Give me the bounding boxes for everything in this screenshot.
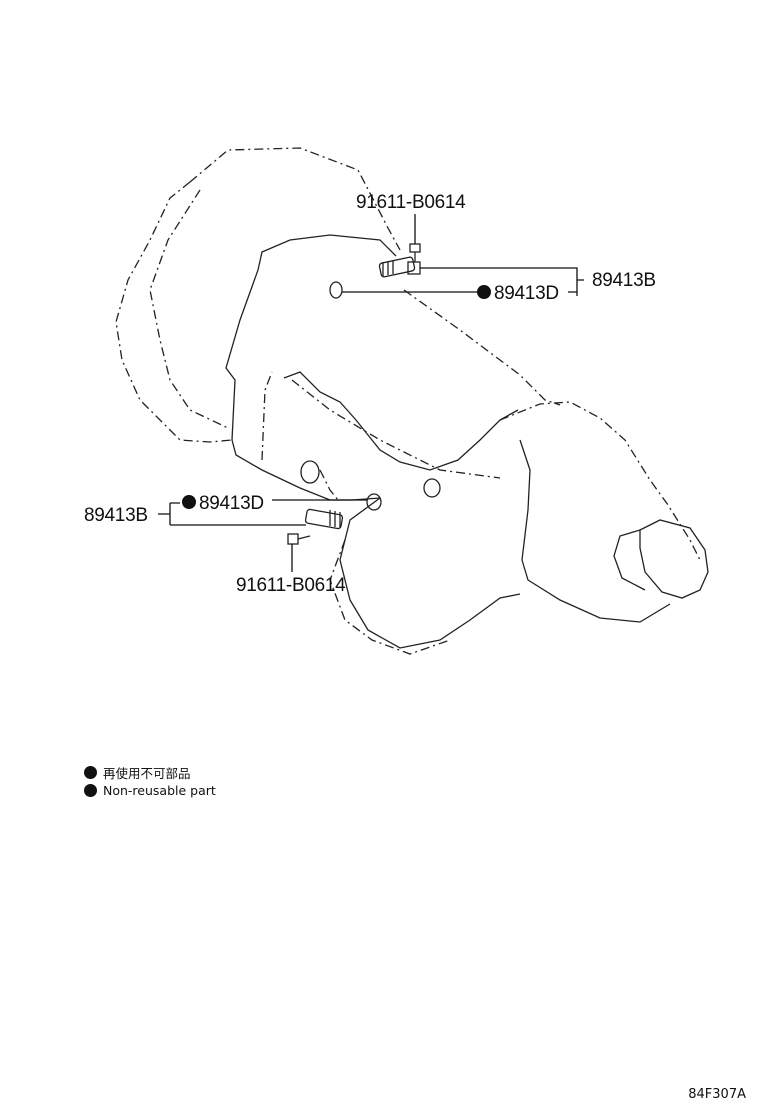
extension-housing bbox=[499, 401, 701, 561]
label-sensor-bottom: 89413B bbox=[84, 505, 148, 526]
leader-bottom-sensor bbox=[158, 502, 306, 526]
main-case-dash-top bbox=[403, 289, 561, 406]
nonreusable-dot-top bbox=[477, 285, 491, 299]
bottom-speed-sensor bbox=[304, 508, 344, 530]
lower-case-dash bbox=[329, 539, 451, 655]
nonreusable-dot-bottom bbox=[182, 495, 196, 509]
nonreusable-dot-icon bbox=[84, 766, 97, 779]
case-port bbox=[423, 478, 441, 498]
main-case-dash-body bbox=[261, 371, 501, 501]
legend-jp: 再使用不可部品 bbox=[84, 763, 191, 782]
extension-housing-solid bbox=[519, 439, 671, 623]
label-bolt-top: 91611-B0614 bbox=[356, 192, 466, 213]
lower-case bbox=[339, 497, 521, 649]
top-bolt bbox=[409, 243, 421, 262]
label-bolt-bottom: 91611-B0614 bbox=[236, 575, 346, 596]
output-shaft-side bbox=[613, 529, 646, 591]
leader-top-bracket bbox=[568, 279, 584, 293]
figure-code: 84F307A bbox=[688, 1087, 746, 1102]
shaft-port bbox=[300, 460, 320, 484]
legend-en: Non-reusable part bbox=[84, 783, 216, 798]
top-speed-sensor bbox=[378, 256, 421, 278]
case-details bbox=[283, 371, 519, 471]
legend-jp-text: 再使用不可部品 bbox=[103, 766, 191, 781]
bell-housing-outline bbox=[115, 147, 401, 443]
nonreusable-dot-icon bbox=[84, 784, 97, 797]
main-case-lower bbox=[231, 439, 381, 501]
bottom-bolt bbox=[287, 533, 311, 545]
top-oring bbox=[329, 281, 343, 299]
output-shaft bbox=[639, 519, 709, 599]
bell-housing-inner bbox=[149, 189, 229, 429]
label-sensor-top: 89413B bbox=[592, 270, 656, 291]
legend-en-text: Non-reusable part bbox=[103, 783, 216, 798]
main-case-outline bbox=[225, 234, 397, 441]
label-oring-top: 89413D bbox=[494, 283, 559, 304]
label-oring-bottom: 89413D bbox=[199, 493, 264, 514]
bottom-oring bbox=[366, 493, 382, 511]
leader-top-sensor bbox=[420, 267, 578, 296]
